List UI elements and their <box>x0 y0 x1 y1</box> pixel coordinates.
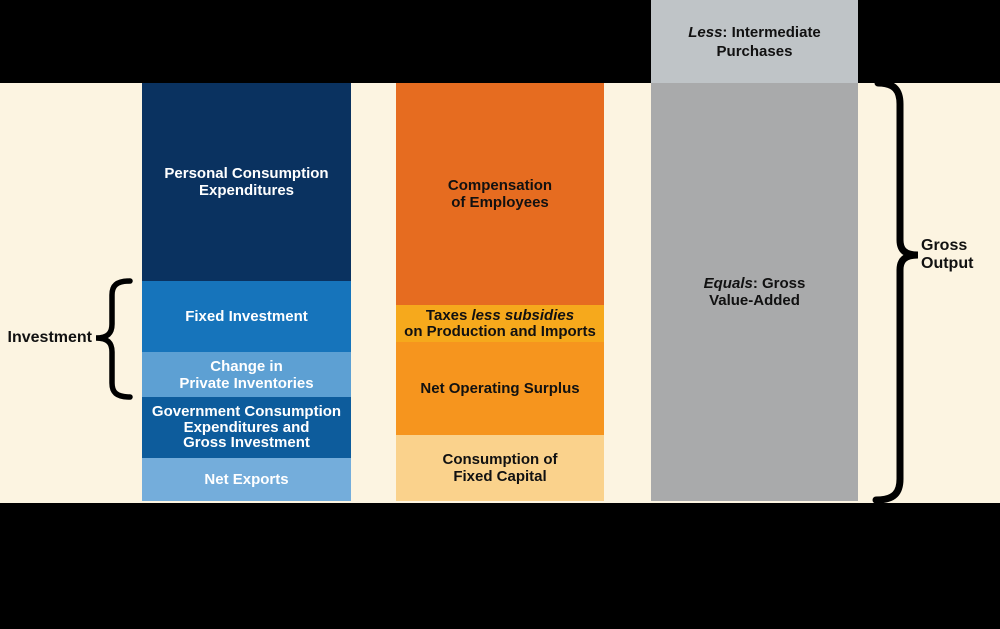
segment-personal-consumption-expenditures: Personal Consumption Expenditures <box>142 83 351 281</box>
segment-intermediate-purchases: Less: Intermediate Purchases <box>651 0 858 83</box>
investment-label: Investment <box>7 329 92 346</box>
segment-fixed-investment: Fixed Investment <box>142 281 351 352</box>
segment-label-line: Expenditures and <box>183 418 310 436</box>
segment-label-line: Purchases <box>716 42 793 60</box>
segment-label-line: Net Operating Surplus <box>420 380 580 397</box>
segment-label-line: Net Exports <box>204 471 289 488</box>
gross-output-label-line: Gross <box>921 237 968 254</box>
less-label-normal: : Intermediate <box>722 23 821 41</box>
segment-label-line: Compensation <box>447 177 553 194</box>
investment-brace <box>95 278 133 400</box>
segment-net-operating-surplus: Net Operating Surplus <box>396 342 604 435</box>
equals-label-italic: Equals <box>703 275 753 292</box>
segment-label-line: Gross Investment <box>183 434 310 452</box>
gross-output-label-line: Output <box>921 255 974 272</box>
segment-label-line: Expenditures <box>198 182 295 199</box>
segment-label-line: Less: Intermediate <box>688 23 821 42</box>
segment-change-in-private-inventories: Change in Private Inventories <box>142 352 351 397</box>
segment-label-line: Fixed Investment <box>185 308 308 325</box>
taxes-label-italic: less subsidies <box>467 307 575 324</box>
segment-label-line: Personal Consumption <box>164 165 329 182</box>
segment-label-line: on Production and Imports <box>404 322 596 340</box>
segment-label-line: Taxes less subsidies <box>426 308 574 324</box>
equals-label-normal: : Gross <box>752 275 806 292</box>
segment-label-line: Value-Added <box>709 292 800 309</box>
segment-label-line: Fixed Capital <box>453 468 547 485</box>
segment-label-line: Government Consumption <box>151 403 342 421</box>
segment-consumption-of-fixed-capital: Consumption of Fixed Capital <box>396 435 604 501</box>
segment-label-line: Private Inventories <box>179 374 314 392</box>
bottom-black-band <box>0 503 1000 629</box>
investment-brace-path <box>95 278 133 400</box>
segment-label-line: Change in <box>210 357 283 375</box>
gross-output-brace-path <box>872 79 919 504</box>
gross-output-label: Gross Output <box>921 237 973 273</box>
segment-label-line: of Employees <box>451 194 549 211</box>
segment-net-exports: Net Exports <box>142 458 351 501</box>
segment-label-line: Consumption of <box>442 451 558 468</box>
less-label-italic: Less <box>688 23 723 41</box>
segment-taxes-less-subsidies: Taxes less subsidies on Production and I… <box>396 305 604 342</box>
segment-label-line: Equals: Gross <box>704 275 806 292</box>
gross-output-brace <box>872 79 919 504</box>
taxes-label-normal: Taxes <box>425 307 468 324</box>
segment-compensation-of-employees: Compensation of Employees <box>396 83 604 305</box>
segment-gross-value-added: Equals: Gross Value-Added <box>651 83 858 501</box>
segment-government-consumption: Government Consumption Expenditures and … <box>142 397 351 458</box>
